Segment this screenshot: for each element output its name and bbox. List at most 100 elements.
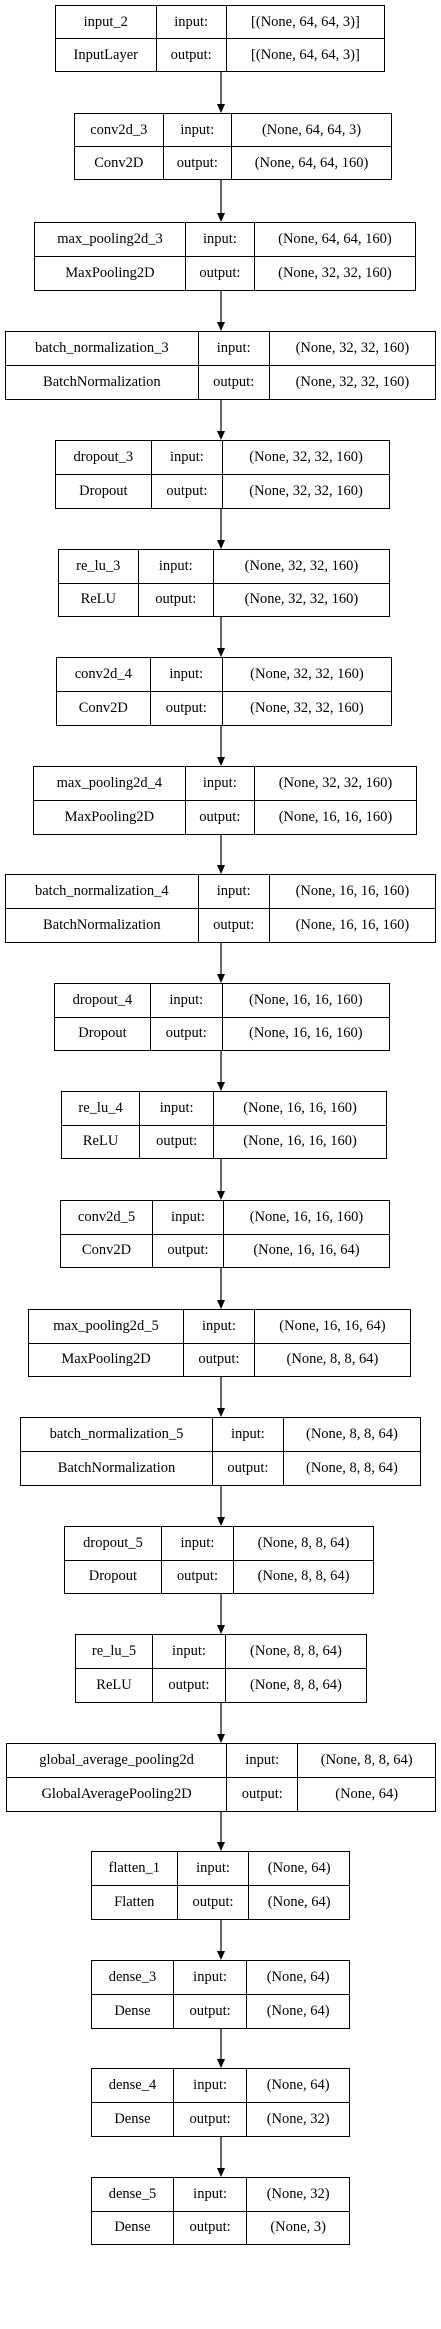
input-shape: (None, 32, 32, 160) [222,441,389,475]
layer-type: Dense [92,1994,174,2028]
output-label: output: [172,1994,248,2028]
input-shape: (None, 16, 16, 160) [221,984,389,1018]
arrowhead-icon [217,1625,225,1634]
input-label: input: [176,1852,250,1886]
layer-name: batch_normalization_5 [21,1418,213,1452]
layer-type: MaxPooling2D [35,256,186,290]
input-label: input: [149,658,223,692]
input-shape: (None, 64) [246,2069,349,2103]
layer-type: MaxPooling2D [34,800,186,834]
arrowhead-icon [217,2168,225,2177]
output-label: output: [152,1668,226,1702]
layer-name: conv2d_5 [61,1201,153,1235]
arrowhead-icon [217,1408,225,1417]
input-shape: (None, 64, 64, 160) [253,223,415,257]
layer-name: input_2 [56,6,157,39]
output-label: output: [172,2102,248,2136]
output-shape: (None, 16, 16, 160) [268,908,435,942]
output-label: output: [150,474,224,508]
layer-type: ReLU [76,1668,154,1702]
output-label: output: [149,691,223,725]
input-label: input: [184,223,255,257]
output-shape: (None, 3) [246,2210,349,2244]
input-shape: [(None, 64, 64, 3)] [225,6,384,39]
arrowhead-icon [217,431,225,440]
output-label: output: [149,1016,223,1050]
input-label: input: [226,1744,299,1778]
input-shape: (None, 64, 64, 3) [231,114,391,147]
input-shape: (None, 32, 32, 160) [253,767,416,801]
input-shape: (None, 16, 16, 160) [213,1092,386,1126]
layer-type: Dropout [55,1016,151,1050]
layer-name: flatten_1 [92,1852,178,1886]
input-shape: (None, 64) [248,1852,349,1886]
arrowhead-icon [217,757,225,766]
output-label: output: [176,1885,250,1919]
arrowhead-icon [217,2059,225,2068]
layer-name: max_pooling2d_4 [34,767,186,801]
input-label: input: [197,332,270,366]
input-label: input: [151,1201,224,1235]
input-label: input: [183,1310,255,1344]
output-shape: (None, 16, 16, 160) [253,800,416,834]
output-label: output: [226,1777,299,1811]
layer-name: max_pooling2d_3 [35,223,186,257]
layer-type: InputLayer [56,38,157,71]
arrowhead-icon [217,213,225,222]
output-shape: (None, 64) [297,1777,435,1811]
input-shape: (None, 16, 16, 160) [268,875,435,909]
input-label: input: [172,2069,248,2103]
layer-type: Flatten [92,1885,178,1919]
output-shape: (None, 16, 16, 160) [213,1124,386,1158]
output-label: output: [184,800,255,834]
output-shape: (None, 64) [246,1994,349,2028]
output-shape: [(None, 64, 64, 3)] [225,38,384,71]
layer-type: BatchNormalization [21,1451,213,1485]
output-shape: (None, 64, 64, 160) [231,146,391,179]
input-label: input: [211,1418,284,1452]
input-label: input: [149,984,223,1018]
arrowhead-icon [217,540,225,549]
layer-type: Dropout [65,1559,162,1593]
layer-name: batch_normalization_4 [6,875,199,909]
input-label: input: [172,2178,248,2212]
layer-name: dense_4 [92,2069,174,2103]
input-shape: (None, 8, 8, 64) [233,1527,373,1561]
layer-name: re_lu_3 [59,550,139,584]
output-label: output: [160,1559,235,1593]
arrowhead-icon [217,865,225,874]
layer-type: Dropout [56,474,152,508]
layer-name: re_lu_5 [76,1635,154,1669]
layer-name: dropout_5 [65,1527,162,1561]
arrowhead-icon [217,322,225,331]
input-label: input: [197,875,270,909]
arrowhead-icon [217,104,225,113]
output-label: output: [172,2210,248,2244]
arrowhead-icon [217,974,225,983]
layer-type: Dense [92,2210,174,2244]
output-label: output: [211,1451,284,1485]
